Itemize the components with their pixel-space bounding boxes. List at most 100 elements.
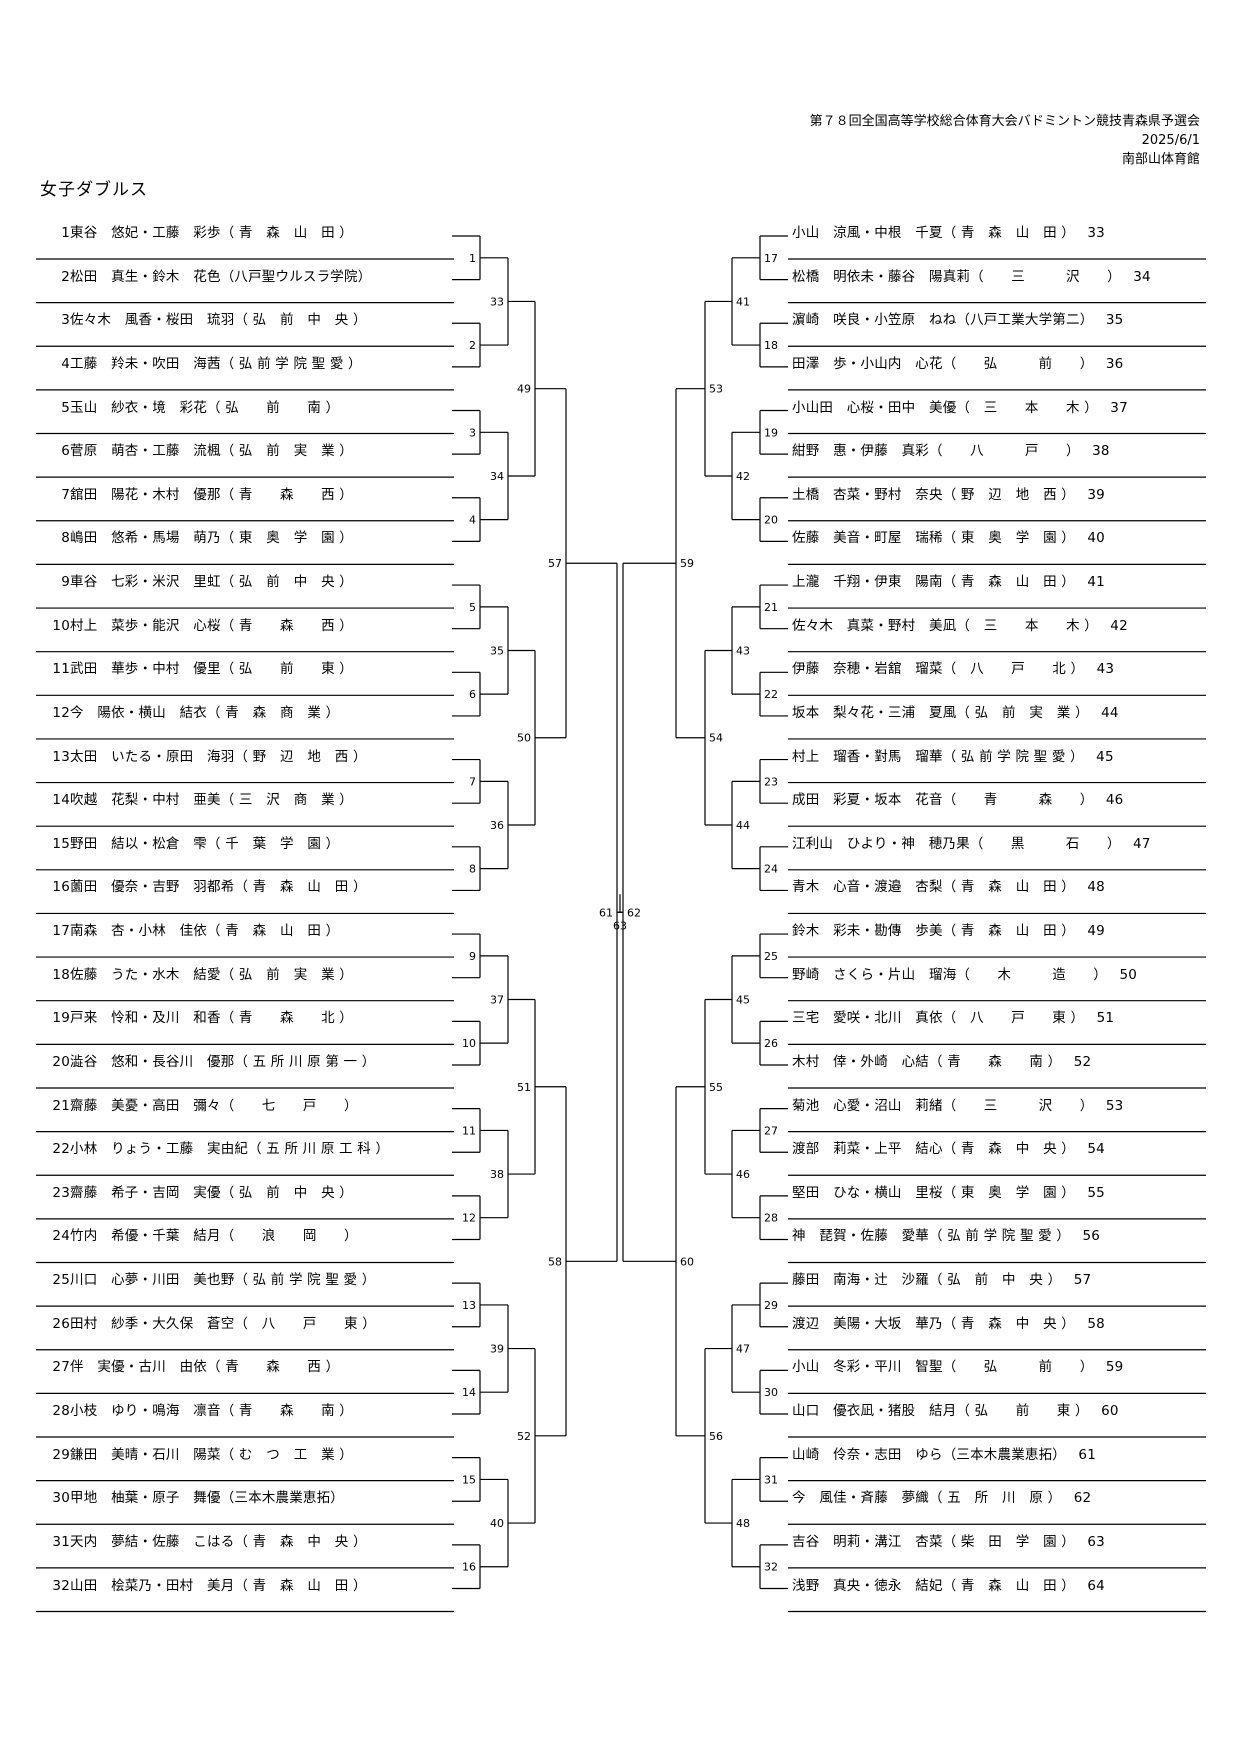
entry-number: 58 xyxy=(1087,1315,1105,1332)
entry-row: 野崎 さくら・片山 瑠海（ 木 造 ）50 xyxy=(792,965,1204,985)
tournament-header: 第７８回全国高等学校総合体育大会バドミントン競技青森県予選会 2025/6/1 … xyxy=(810,112,1200,169)
match-number: 30 xyxy=(764,1386,778,1399)
entry-row: 22小林 りょう・工藤 実由紀（ 五 所 川 原 工 科 ） xyxy=(40,1139,460,1159)
match-number: 46 xyxy=(736,1168,750,1181)
match-number: 10 xyxy=(462,1037,476,1050)
entry-row: 20澁谷 悠和・長谷川 優那（ 五 所 川 原 第 一 ） xyxy=(40,1052,460,1072)
entry-number: 59 xyxy=(1105,1359,1124,1376)
entry-number: 4 xyxy=(61,355,70,372)
entry-row: 3佐々木 風香・桜田 琉羽（ 弘 前 中 央 ） xyxy=(40,310,460,330)
entry-pair: 工藤 羚未・吹田 海茜（ 弘 前 学 院 聖 愛 ） xyxy=(70,355,362,372)
entry-row: 三宅 愛咲・北川 真依（ 八 戸 東 ）51 xyxy=(792,1008,1204,1028)
match-number: 59 xyxy=(680,557,694,570)
entry-pair: 吉谷 明莉・溝江 杏菜（ 柴 田 学 園 ） xyxy=(792,1533,1075,1550)
match-number: 47 xyxy=(736,1343,750,1356)
entry-number: 40 xyxy=(1087,530,1105,547)
entry-pair: 今 陽依・横山 結衣（ 青 森 商 業 ） xyxy=(70,704,340,721)
entry-pair: 神 琵賀・佐藤 愛華（ 弘 前 学 院 聖 愛 ） xyxy=(792,1228,1071,1245)
entry-pair: 成田 彩夏・坂本 花音（ 青 森 ） xyxy=(792,792,1094,809)
entry-row: 28小枝 ゆり・鳴海 凛音（ 青 森 南 ） xyxy=(40,1401,460,1421)
entry-row: 成田 彩夏・坂本 花音（ 青 森 ）46 xyxy=(792,790,1204,810)
match-number: 40 xyxy=(490,1517,504,1530)
entry-number: 52 xyxy=(1073,1053,1092,1070)
entry-number: 7 xyxy=(61,486,70,503)
entry-pair: 木村 倖・外崎 心結（ 青 森 南 ） xyxy=(792,1053,1062,1070)
entry-number: 1 xyxy=(61,225,70,241)
entry-pair: 土橋 杏菜・野村 奈央（ 野 辺 地 西 ） xyxy=(792,486,1075,503)
entry-pair: 太田 いたる・原田 海羽（ 野 辺 地 西 ） xyxy=(70,748,367,765)
match-number: 36 xyxy=(490,819,504,832)
entry-row: 1東谷 悠妃・工藤 彩歩（ 青 森 山 田 ） xyxy=(40,223,460,243)
entry-number: 12 xyxy=(52,704,70,721)
entry-pair: 田村 紗季・大久保 蒼空（ 八 戸 東 ） xyxy=(70,1315,376,1332)
entry-row: 29鎌田 美晴・石川 陽菜（ む つ 工 業 ） xyxy=(40,1445,460,1465)
entry-row: 13太田 いたる・原田 海羽（ 野 辺 地 西 ） xyxy=(40,747,460,767)
entry-row: 山口 優衣凪・猪股 結月（ 弘 前 東 ）60 xyxy=(792,1401,1204,1421)
match-number: 41 xyxy=(736,295,750,308)
entry-row: 4工藤 羚未・吹田 海茜（ 弘 前 学 院 聖 愛 ） xyxy=(40,354,460,374)
entry-number: 9 xyxy=(61,574,70,591)
entry-row: 渡辺 美陽・大坂 華乃（ 青 森 中 央 ）58 xyxy=(792,1314,1204,1334)
entry-number: 28 xyxy=(52,1403,70,1419)
entry-number: 17 xyxy=(52,923,70,940)
match-number: 42 xyxy=(736,470,750,483)
entry-row: 7舘田 陽花・木村 優那（ 青 森 西 ） xyxy=(40,485,460,505)
entry-pair: 澁谷 悠和・長谷川 優那（ 五 所 川 原 第 一 ） xyxy=(70,1053,376,1070)
match-number: 62 xyxy=(627,906,641,919)
entry-number: 18 xyxy=(52,966,70,983)
entry-number: 22 xyxy=(52,1141,70,1158)
entry-row: 11武田 華歩・中村 優里（ 弘 前 東 ） xyxy=(40,659,460,679)
match-number: 16 xyxy=(462,1561,476,1574)
match-number: 2 xyxy=(469,339,476,352)
entry-pair: 田澤 歩・小山内 心花（ 弘 前 ） xyxy=(792,355,1094,372)
entry-row: 5玉山 紗衣・境 彩花（ 弘 前 南 ） xyxy=(40,398,460,418)
entry-row: 31天内 夢結・佐藤 こはる（ 青 森 中 央 ） xyxy=(40,1532,460,1552)
entry-pair: 小山 冬彩・平川 智聖（ 弘 前 ） xyxy=(792,1359,1094,1376)
entry-number: 19 xyxy=(52,1010,70,1027)
entry-number: 27 xyxy=(52,1359,70,1376)
match-number: 52 xyxy=(517,1430,531,1443)
entry-row: 12今 陽依・横山 結衣（ 青 森 商 業 ） xyxy=(40,703,460,723)
entry-row: 神 琵賀・佐藤 愛華（ 弘 前 学 院 聖 愛 ）56 xyxy=(792,1226,1204,1246)
entry-row: 田澤 歩・小山内 心花（ 弘 前 ）36 xyxy=(792,354,1204,374)
entry-row: 堅田 ひな・横山 里桜（ 東 奥 学 園 ）55 xyxy=(792,1183,1204,1203)
entry-pair: 小山田 心桜・田中 美優（ 三 本 木 ） xyxy=(792,399,1098,416)
entry-row: 6菅原 萌杏・工藤 流楓（ 弘 前 実 業 ） xyxy=(40,441,460,461)
match-number: 57 xyxy=(548,557,562,570)
entry-row: 上瀧 千翔・伊東 陽南（ 青 森 山 田 ）41 xyxy=(792,572,1204,592)
entry-row: 濵崎 咲良・小笠原 ねね（八戸工業大学第二）35 xyxy=(792,310,1204,330)
entry-pair: 齋藤 希子・吉岡 実優（ 弘 前 中 央 ） xyxy=(70,1184,353,1201)
entry-pair: 山田 桧菜乃・田村 美月（ 青 森 山 田 ） xyxy=(70,1577,367,1594)
entry-row: 木村 倖・外崎 心結（ 青 森 南 ） 52 xyxy=(792,1052,1204,1072)
entry-pair: 坂本 梨々花・三浦 夏風（ 弘 前 実 業 ） xyxy=(792,704,1089,721)
entry-pair: 野田 結以・松倉 雫（ 千 葉 学 園 ） xyxy=(70,835,340,852)
match-number: 24 xyxy=(764,863,778,876)
entry-pair: 村上 瑠香・對馬 瑠華（ 弘 前 学 院 聖 愛 ） xyxy=(792,748,1084,765)
entry-pair: 舘田 陽花・木村 優那（ 青 森 西 ） xyxy=(70,486,353,503)
entry-row: 小山田 心桜・田中 美優（ 三 本 木 ）37 xyxy=(792,398,1204,418)
entry-number: 53 xyxy=(1105,1097,1124,1114)
entry-pair: 小林 りょう・工藤 実由紀（ 五 所 川 原 工 科 ） xyxy=(70,1141,390,1158)
entry-pair: 山口 優衣凪・猪股 結月（ 弘 前 東 ） xyxy=(792,1403,1089,1419)
entry-pair: 戸来 怜和・及川 和香（ 青 森 北 ） xyxy=(70,1010,353,1027)
match-number: 29 xyxy=(764,1299,778,1312)
page-title: 女子ダブルス xyxy=(40,180,148,200)
entry-pair: 伊藤 奈穂・岩舘 瑠菜（ 八 戸 北 ） xyxy=(792,661,1085,678)
entry-number: 57 xyxy=(1073,1272,1092,1289)
entry-number: 48 xyxy=(1087,879,1105,896)
entry-number: 39 xyxy=(1087,486,1105,503)
entry-row: 30甲地 柚葉・原子 舞優（三本木農業恵拓） xyxy=(40,1488,460,1508)
entry-row: 江利山 ひより・神 穂乃果（ 黒 石 ）47 xyxy=(792,834,1204,854)
entry-number: 14 xyxy=(52,792,70,809)
entry-pair: 竹内 希優・千葉 結月（ 浪 岡 ） xyxy=(70,1228,358,1245)
entry-pair: 甲地 柚葉・原子 舞優（三本木農業恵拓） xyxy=(70,1490,344,1507)
entry-row: 紺野 惠・伊藤 真彩（ 八 戸 ）38 xyxy=(792,441,1204,461)
entry-number: 41 xyxy=(1087,574,1105,591)
match-number: 28 xyxy=(764,1212,778,1225)
entry-pair: 鈴木 彩未・勘傳 歩美（ 青 森 山 田 ） xyxy=(792,923,1075,940)
match-number: 15 xyxy=(462,1473,476,1486)
entry-row: 松橋 明依未・藤谷 陽真莉（ 三 沢 ）34 xyxy=(792,267,1204,287)
entry-row: 2松田 真生・鈴木 花色（八戸聖ウルスラ学院） xyxy=(40,267,460,287)
match-number: 23 xyxy=(764,775,778,788)
entry-pair: 小枝 ゆり・鳴海 凛音（ 青 森 南 ） xyxy=(70,1403,353,1419)
